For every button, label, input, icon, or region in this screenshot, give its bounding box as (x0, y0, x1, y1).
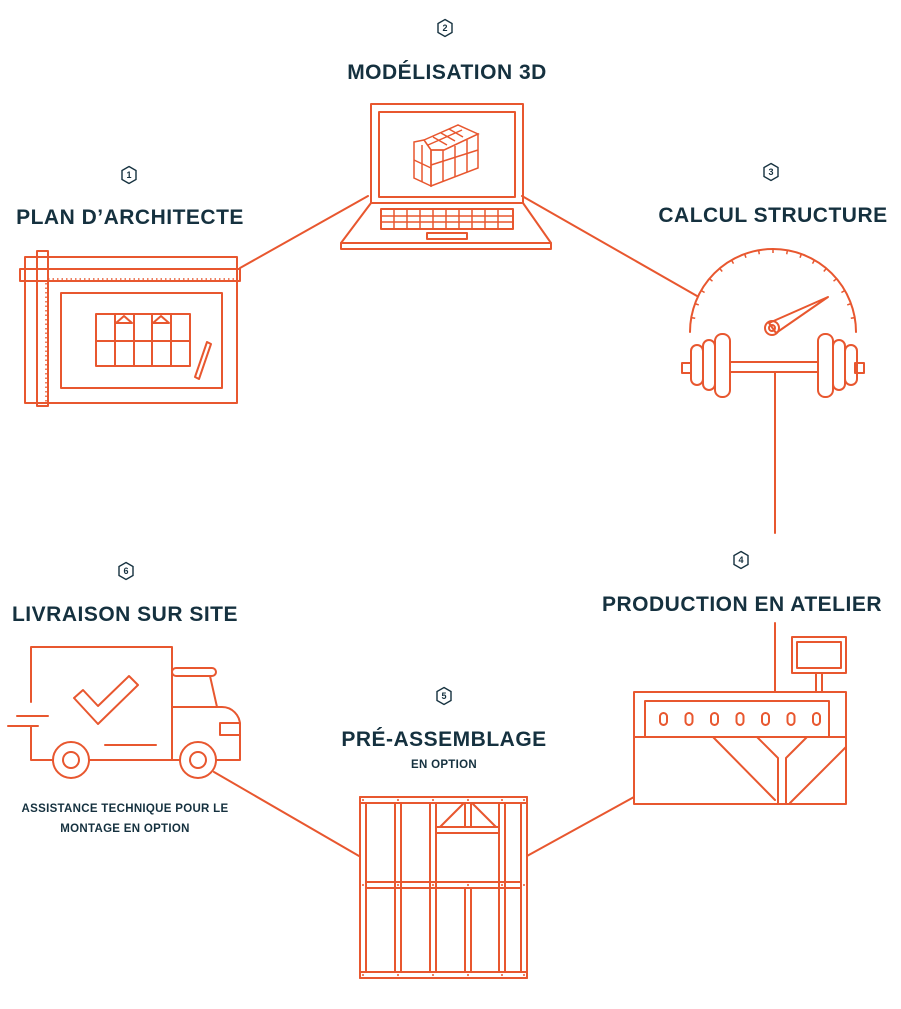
connector-5-6 (213, 771, 360, 857)
frame-bolt (362, 974, 364, 976)
hexagon-icon (437, 18, 453, 38)
step-number: 2 (442, 23, 448, 33)
hexagon-icon (118, 561, 134, 581)
gauge-tick (841, 289, 846, 294)
hexagon-icon (733, 550, 749, 570)
machine-nozzle (735, 712, 745, 726)
step-5-subtitle: EN OPTION (411, 759, 477, 771)
frame-bolt (362, 884, 364, 886)
gauge-tick (757, 250, 761, 255)
frame-bolt (501, 799, 503, 801)
hexagon-icon (121, 165, 137, 185)
gauge-tick (833, 278, 838, 282)
step-number: 1 (126, 170, 132, 180)
step-number: 6 (123, 566, 129, 576)
gauge-tick (850, 316, 855, 320)
step-number: 5 (441, 691, 447, 701)
connector-1-2 (239, 195, 369, 269)
step-6-title: LIVRAISON SUR SITE (11, 603, 239, 626)
connector-4-5 (526, 796, 635, 857)
step-2-badge: 2 (436, 18, 454, 38)
gauge-tick (730, 259, 735, 264)
step-6-subtitle-line-2: MONTAGE EN OPTION (60, 823, 190, 835)
frame-bolt (397, 799, 399, 801)
step-4-badge: 4 (732, 550, 750, 570)
step-3-badge: 3 (762, 162, 780, 182)
frame-bolt (523, 974, 525, 976)
gauge-tick (811, 259, 816, 264)
step-3-title: CALCUL STRUCTURE (658, 204, 888, 227)
frame-bolt (397, 884, 399, 886)
machine-nozzle (761, 712, 770, 726)
gauge-tick (719, 267, 723, 272)
frame-bolt (362, 799, 364, 801)
timber-frame-wall-icon (359, 796, 528, 979)
frame-bolt (523, 884, 525, 886)
frame-bolt (432, 974, 434, 976)
connector-2-3 (521, 195, 698, 297)
gauge-tick (846, 302, 852, 306)
laptop-3d-house-icon (340, 103, 552, 250)
step-6-badge: 6 (117, 561, 135, 581)
gauge-tick (799, 253, 803, 259)
frame-bolt (467, 974, 469, 976)
hexagon-icon (436, 686, 452, 706)
gauge-tick (694, 302, 700, 306)
step-1-badge: 1 (120, 165, 138, 185)
connector-lines (213, 195, 776, 857)
machine-nozzle (786, 712, 796, 726)
frame-bolt (501, 974, 503, 976)
blueprint-icon (19, 250, 241, 407)
step-number: 3 (768, 167, 774, 177)
machine-nozzle (684, 712, 694, 726)
gauge-dumbbell-icon (681, 248, 865, 398)
gauge-tick (785, 250, 789, 255)
frame-bolt (432, 884, 434, 886)
delivery-truck-icon (7, 646, 241, 779)
frame-bolt (432, 799, 434, 801)
step-number: 4 (738, 555, 744, 565)
frame-bolt (397, 974, 399, 976)
step-6-subtitle-line-1: ASSISTANCE TECHNIQUE POUR LE (21, 803, 229, 815)
step-1-title: PLAN D’ARCHITECTE (16, 206, 244, 229)
gauge-tick (691, 316, 696, 320)
gauge-tick (708, 278, 713, 282)
frame-bolt (501, 884, 503, 886)
gauge-tick (743, 253, 747, 259)
machine-nozzle (659, 712, 668, 726)
step-5-title: PRÉ-ASSEMBLAGE (341, 728, 547, 751)
machine-nozzle (812, 712, 821, 726)
frame-bolt (467, 799, 469, 801)
factory-machine-icon (633, 636, 847, 805)
step-2-title: MODÉLISATION 3D (347, 61, 547, 84)
frame-bolt (523, 799, 525, 801)
machine-nozzle (710, 712, 719, 726)
step-4-title: PRODUCTION EN ATELIER (597, 593, 887, 617)
frame-bolt (467, 884, 469, 886)
step-5-badge: 5 (435, 686, 453, 706)
gauge-tick (823, 267, 827, 272)
gauge-tick (700, 289, 705, 294)
hexagon-icon (763, 162, 779, 182)
